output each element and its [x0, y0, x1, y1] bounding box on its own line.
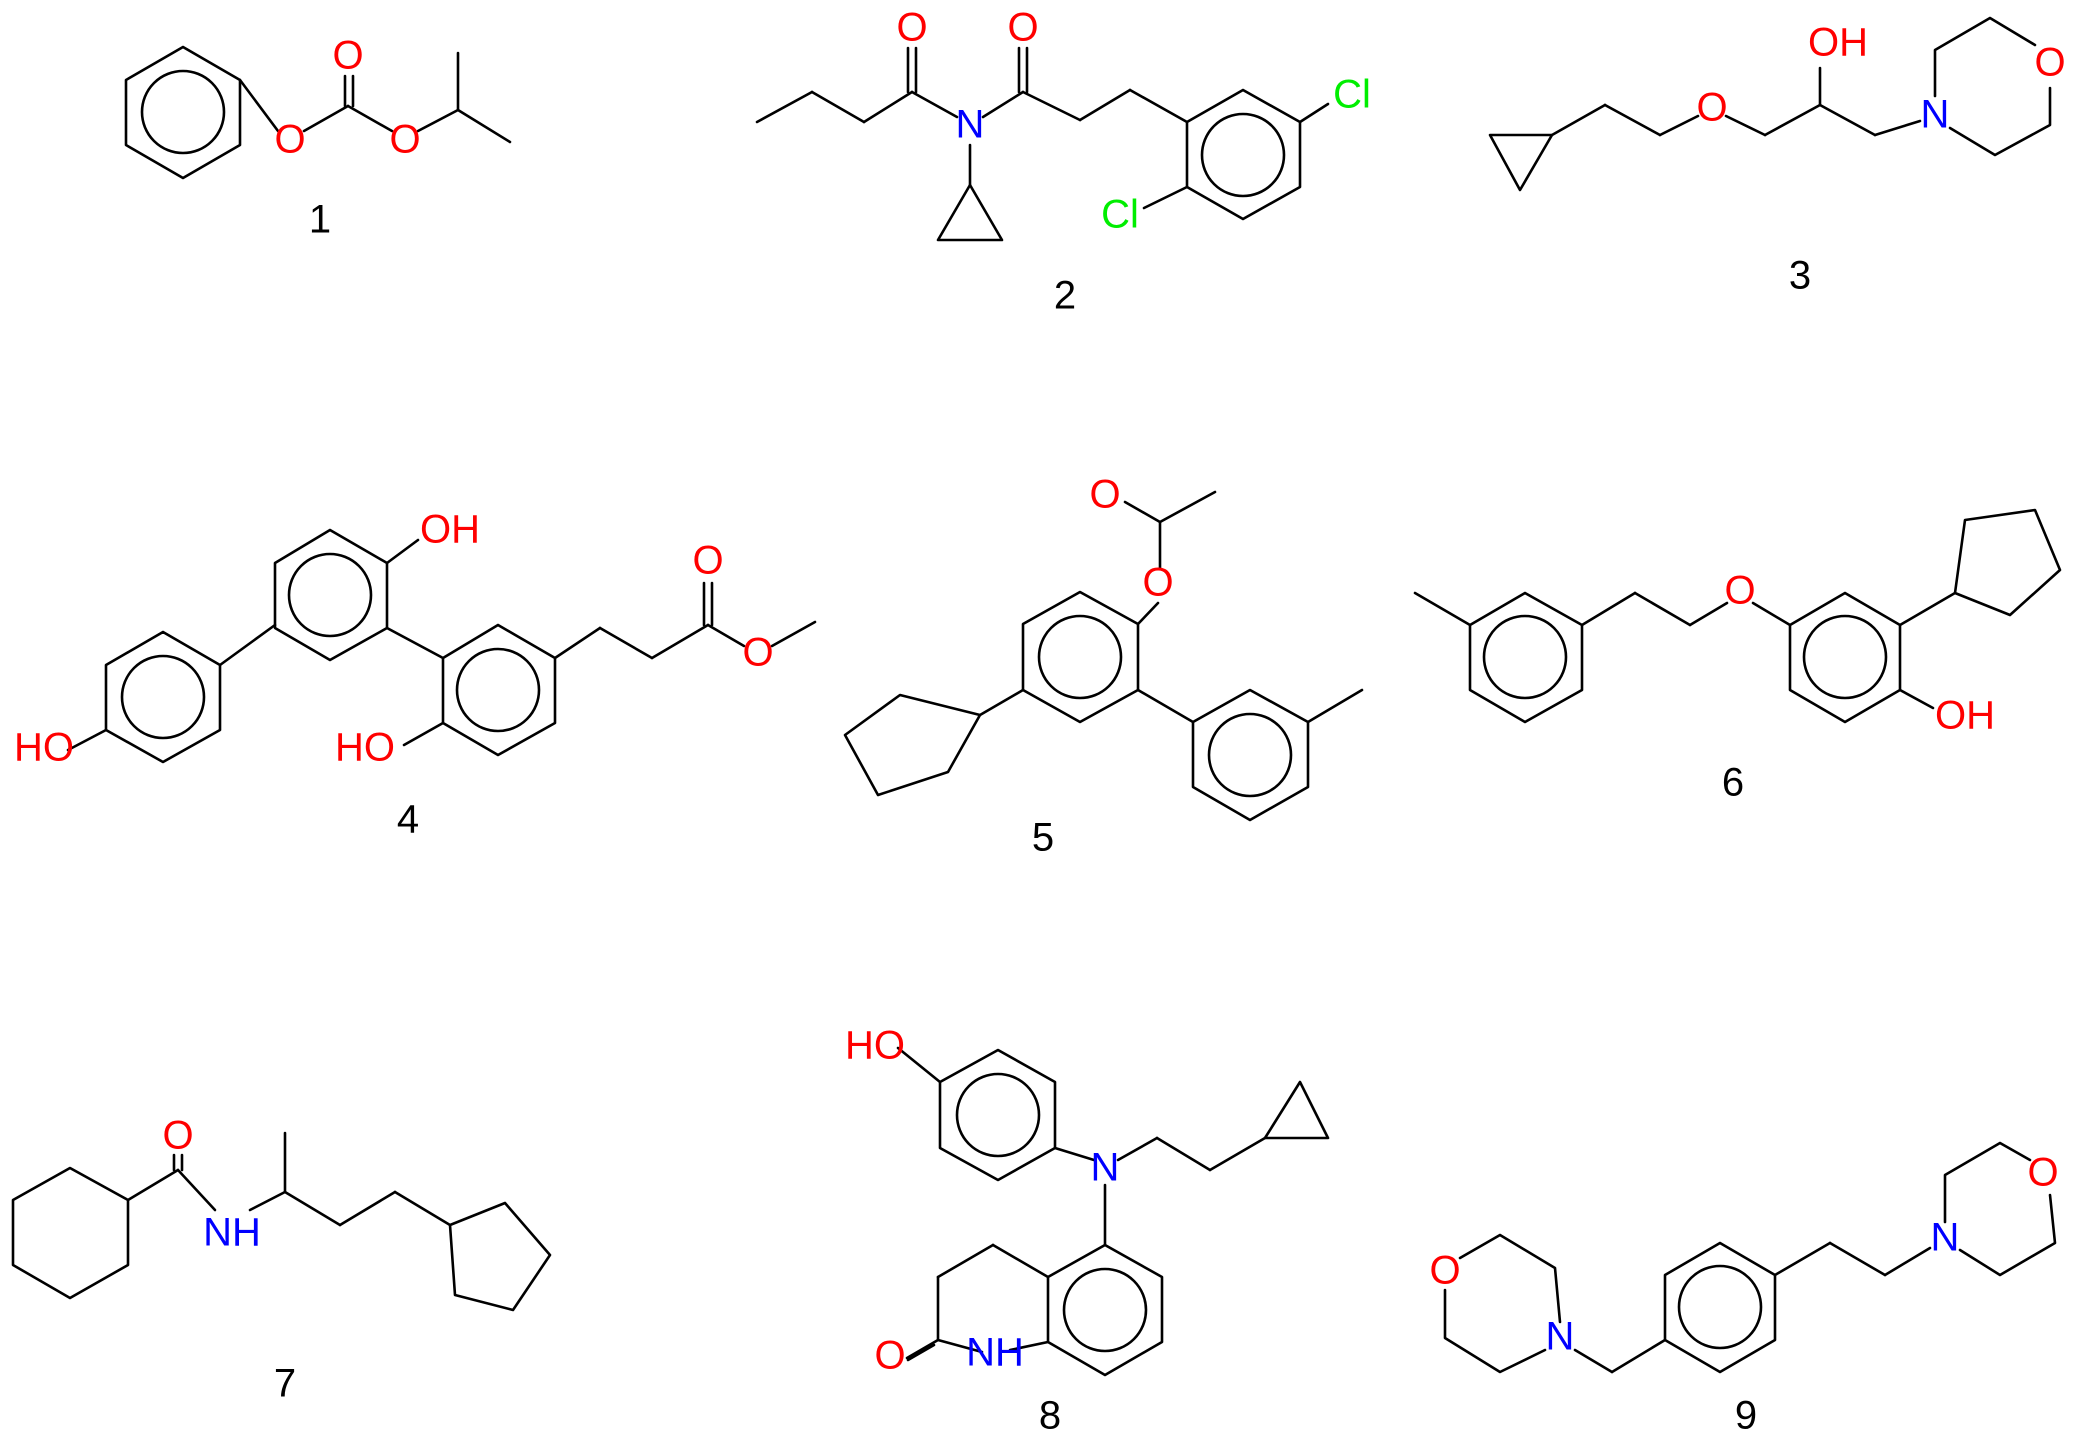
atom-label-n: N	[1091, 1146, 1120, 1190]
atom-label-o: O	[1007, 6, 1038, 50]
compound-number-label: 2	[1054, 274, 1076, 318]
atom-label-o: O	[162, 1114, 193, 1158]
atom-label-nh: NH	[966, 1331, 1024, 1375]
atom-label-ho: HO	[335, 726, 395, 770]
compound-9-bonds	[1443, 1141, 2057, 1374]
atom-label-oh: OH	[1808, 21, 1868, 65]
compound-5-bonds	[843, 490, 1364, 822]
atom-label-o: O	[1142, 561, 1173, 605]
atom-label-o: O	[274, 118, 305, 162]
atom-label-ho: HO	[845, 1024, 905, 1068]
atom-label-ho: HO	[14, 726, 74, 770]
atom-label-o: O	[742, 631, 773, 675]
compound-3-bonds	[1488, 16, 2052, 192]
compound-6-bonds	[1413, 508, 2062, 724]
atom-label-o: O	[1724, 569, 1755, 613]
atom-label-o: O	[692, 539, 723, 583]
compound-2-bonds	[755, 46, 1330, 242]
atom-label-o: O	[2027, 1151, 2058, 1195]
atom-label-oh: OH	[420, 508, 480, 552]
compound-8-bonds	[896, 1046, 1330, 1377]
atom-label-n: N	[1921, 93, 1950, 137]
compound-number-label: 8	[1039, 1394, 1061, 1438]
atom-label-cl: Cl	[1333, 73, 1371, 117]
compound-number-label: 1	[309, 198, 331, 242]
compound-number-labels-layer: 1 2 3 4 5 6 7 8 9	[274, 198, 1811, 1438]
bonds-layer	[11, 16, 2062, 1377]
compound-1-bonds	[124, 45, 512, 180]
atom-label-o: O	[2034, 41, 2065, 85]
compound-number-label: 5	[1032, 816, 1054, 860]
atom-label-cl: Cl	[1101, 193, 1139, 237]
atom-label-o: O	[896, 6, 927, 50]
compound-number-label: 6	[1722, 761, 1744, 805]
atom-label-o: O	[874, 1334, 905, 1378]
atom-label-nh: NH	[203, 1211, 261, 1255]
compound-number-label: 3	[1789, 254, 1811, 298]
atom-label-o: O	[1089, 473, 1120, 517]
atom-label-n: N	[1931, 1216, 1960, 1260]
compound-number-label: 9	[1735, 1394, 1757, 1438]
atom-label-o: O	[1696, 86, 1727, 130]
compound-7-bonds	[11, 1131, 552, 1312]
atom-label-n: N	[1546, 1315, 1575, 1359]
compound-number-label: 7	[274, 1362, 296, 1406]
compound-4-bonds	[66, 528, 817, 764]
atom-label-oh: OH	[1935, 694, 1995, 738]
atom-label-o: O	[332, 34, 363, 78]
atom-label-n: N	[956, 103, 985, 147]
atom-label-o: O	[1429, 1249, 1460, 1293]
compound-number-label: 4	[397, 798, 419, 842]
atom-label-o: O	[389, 118, 420, 162]
